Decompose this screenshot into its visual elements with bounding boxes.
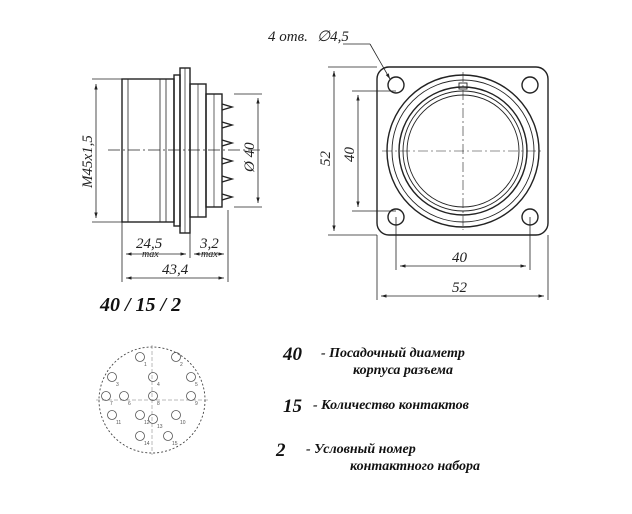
inner-diameter-label: Ø 40 bbox=[242, 142, 258, 173]
contact-pin bbox=[186, 372, 196, 382]
contact-pin-number: 14 bbox=[144, 441, 150, 447]
body-length-max: max bbox=[142, 249, 159, 260]
contact-pin bbox=[148, 414, 158, 424]
side-view bbox=[108, 67, 262, 234]
front-view-dimensions bbox=[328, 43, 549, 300]
legend-text: - Количество контактов bbox=[313, 398, 469, 413]
contact-pin bbox=[163, 431, 173, 441]
contact-pin bbox=[186, 391, 196, 401]
contact-pin-number: 1 bbox=[144, 362, 147, 368]
contact-pin-number: 11 bbox=[116, 420, 121, 426]
contact-pin-number: 2 bbox=[180, 362, 183, 368]
contact-pin bbox=[119, 391, 129, 401]
contact-pin bbox=[135, 352, 145, 362]
contact-pin bbox=[107, 410, 117, 420]
contact-pin-number: 9 bbox=[195, 401, 198, 407]
legend-text: - Условный номер bbox=[306, 442, 416, 457]
side-view-dimensions bbox=[92, 78, 262, 282]
legend-num: 40 bbox=[283, 344, 302, 365]
front-view-centerlines bbox=[382, 72, 544, 230]
contact-pin bbox=[148, 391, 158, 401]
contact-pin-number: 10 bbox=[180, 420, 186, 426]
contact-pin bbox=[135, 410, 145, 420]
total-length-label: 43,4 bbox=[162, 262, 189, 278]
bore-width-label: 40 bbox=[452, 250, 468, 266]
contact-pin bbox=[107, 372, 117, 382]
contact-pin bbox=[171, 352, 181, 362]
contact-pin-number: 3 bbox=[116, 382, 119, 388]
contact-pin-number: 8 bbox=[157, 401, 160, 407]
bore-height-label: 40 bbox=[342, 147, 358, 163]
thread-label: M45x1,5 bbox=[80, 135, 96, 189]
contact-pin-number: 13 bbox=[157, 424, 163, 430]
legend-num: 15 bbox=[283, 396, 302, 417]
legend-num: 2 bbox=[276, 440, 286, 461]
holes-diameter-label: ∅4,5 bbox=[317, 29, 349, 45]
contact-pin bbox=[171, 410, 181, 420]
contact-pin-number: 7 bbox=[110, 401, 113, 407]
flange-length-label: 3,2 bbox=[199, 236, 219, 252]
flange-height-label: 52 bbox=[318, 151, 334, 167]
designation-code: 40 / 15 / 2 bbox=[100, 294, 182, 316]
flange-length-max: max bbox=[201, 249, 218, 260]
legend-text: контактного набора bbox=[350, 459, 481, 474]
contact-pin-number: 6 bbox=[128, 401, 131, 407]
body-length-label: 24,5 bbox=[136, 236, 163, 252]
contact-pin bbox=[135, 431, 145, 441]
contact-pin-number: 4 bbox=[157, 382, 160, 388]
legend-text: - Посадочный диаметр bbox=[321, 346, 465, 361]
contact-pin-number: 5 bbox=[195, 382, 198, 388]
flange-width-label: 52 bbox=[452, 280, 468, 296]
contact-pin-number: 15 bbox=[172, 441, 178, 447]
contact-pin-number: 12 bbox=[144, 420, 150, 426]
legend-text: корпуса разъема bbox=[353, 363, 454, 378]
holes-count-label: 4 отв. bbox=[268, 29, 308, 45]
contact-pin bbox=[148, 372, 158, 382]
contact-pin bbox=[101, 391, 111, 401]
